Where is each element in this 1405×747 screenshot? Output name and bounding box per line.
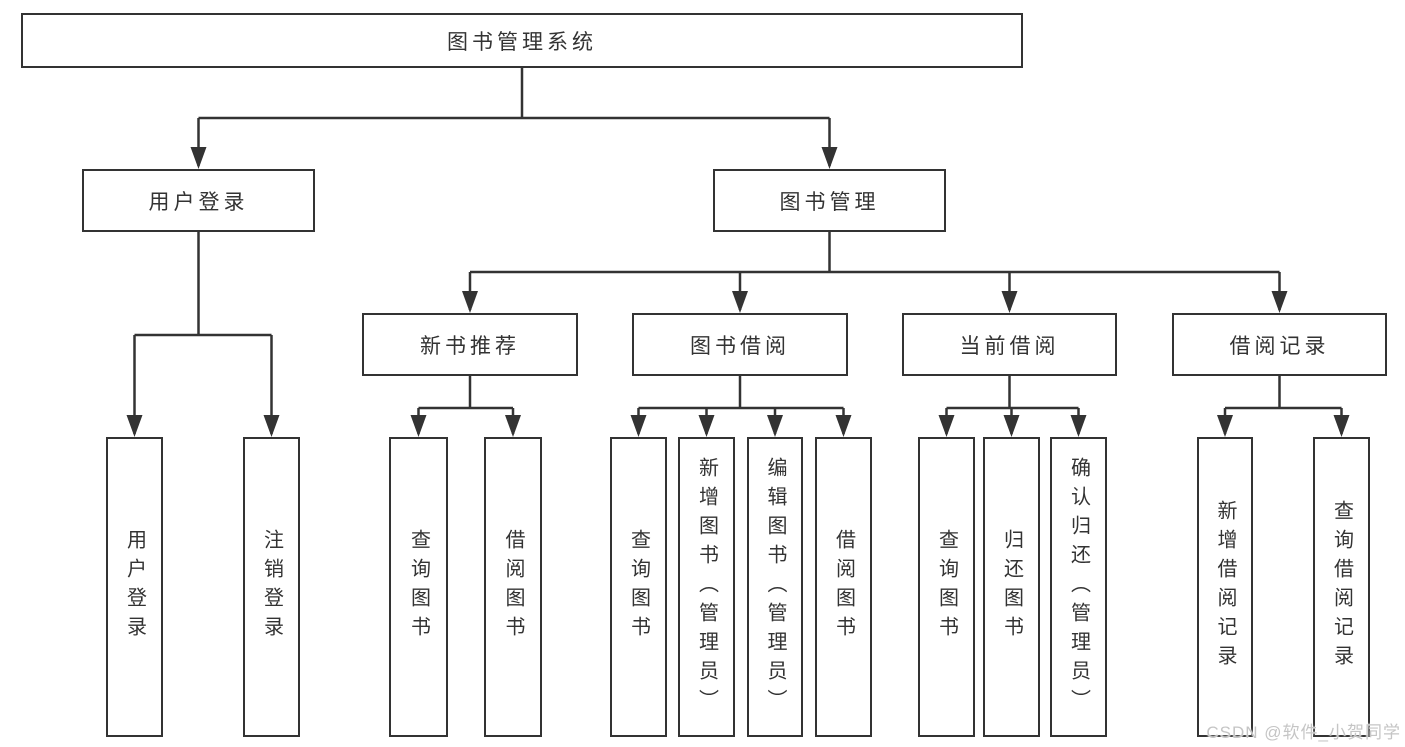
diagram-node-label-leaf-logout: 注销登录 <box>260 529 283 645</box>
diagram-node-book-borrow: 图书借阅 <box>632 313 848 376</box>
arrowhead <box>410 415 427 437</box>
diagram-node-label-root: 图书管理系统 <box>447 30 597 54</box>
diagram-node-label-leaf-edit-books: 编辑图书（管理员） <box>764 456 786 718</box>
diagram-node-leaf-return-books: 归还图书 <box>983 437 1040 737</box>
diagram-node-label-leaf-add-books: 新增图书（管理员） <box>695 456 718 718</box>
diagram-node-label-user-login: 用户登录 <box>148 190 249 214</box>
diagram-node-leaf-borrow-books-2: 借阅图书 <box>815 437 872 737</box>
arrowhead <box>821 147 838 169</box>
arrowhead <box>1271 291 1288 313</box>
diagram-node-label-leaf-user-login: 用户登录 <box>123 529 146 645</box>
diagram-node-label-new-book-rec: 新书推荐 <box>420 334 520 358</box>
diagram-node-borrow-records: 借阅记录 <box>1172 313 1387 376</box>
diagram-node-leaf-query-books-2: 查询图书 <box>610 437 667 737</box>
diagram-node-leaf-user-login: 用户登录 <box>106 437 163 737</box>
diagram-node-leaf-confirm-return: 确认归还（管理员） <box>1050 437 1107 737</box>
diagram-node-label-leaf-query-books-3: 查询图书 <box>935 529 958 645</box>
arrowhead <box>1003 415 1020 437</box>
diagram-node-leaf-logout: 注销登录 <box>243 437 300 737</box>
diagram-node-user-login: 用户登录 <box>82 169 315 232</box>
diagram-node-leaf-add-books: 新增图书（管理员） <box>678 437 735 737</box>
diagram-node-label-leaf-borrow-books-2: 借阅图书 <box>832 529 855 645</box>
diagram-node-label-leaf-add-borrow-record: 新增借阅记录 <box>1214 500 1236 674</box>
diagram-node-label-borrow-records: 借阅记录 <box>1229 334 1330 358</box>
diagram-node-leaf-borrow-books-1: 借阅图书 <box>484 437 542 737</box>
diagram-node-root: 图书管理系统 <box>21 13 1023 68</box>
arrowhead <box>462 291 478 313</box>
arrowhead <box>1217 415 1233 437</box>
arrowhead <box>1001 291 1018 313</box>
diagram-node-label-book-borrow: 图书借阅 <box>690 334 790 358</box>
diagram-node-label-current-borrow: 当前借阅 <box>959 334 1060 358</box>
diagram-node-leaf-add-borrow-record: 新增借阅记录 <box>1197 437 1253 737</box>
arrowhead <box>1070 415 1087 437</box>
diagram-node-label-leaf-confirm-return: 确认归还（管理员） <box>1067 456 1090 718</box>
arrowhead <box>732 291 748 313</box>
diagram-node-new-book-rec: 新书推荐 <box>362 313 578 376</box>
diagram-node-label-leaf-query-books-2: 查询图书 <box>627 529 650 645</box>
diagram-node-leaf-query-borrow-record: 查询借阅记录 <box>1313 437 1370 737</box>
diagram-node-label-leaf-query-books-1: 查询图书 <box>407 529 430 645</box>
arrowhead <box>126 415 143 437</box>
arrowhead <box>835 415 852 437</box>
diagram-node-label-leaf-borrow-books-1: 借阅图书 <box>502 529 524 645</box>
arrowhead <box>505 415 521 437</box>
diagram-node-label-book-mgmt: 图书管理 <box>779 190 880 214</box>
diagram-node-label-leaf-query-borrow-record: 查询借阅记录 <box>1330 500 1353 674</box>
arrowhead <box>767 415 783 437</box>
diagram-node-book-mgmt: 图书管理 <box>713 169 946 232</box>
arrowhead <box>1333 415 1350 437</box>
arrowhead <box>698 415 715 437</box>
diagram-node-leaf-query-books-1: 查询图书 <box>389 437 448 737</box>
diagram-node-leaf-query-books-3: 查询图书 <box>918 437 975 737</box>
diagram-node-current-borrow: 当前借阅 <box>902 313 1117 376</box>
arrowhead <box>938 415 955 437</box>
arrowhead <box>630 415 647 437</box>
arrowhead <box>263 415 280 437</box>
arrowhead <box>190 147 207 169</box>
diagram-node-leaf-edit-books: 编辑图书（管理员） <box>747 437 803 737</box>
watermark: CSDN @软件_小贺同学 <box>1206 723 1401 742</box>
diagram-node-label-leaf-return-books: 归还图书 <box>1000 529 1023 645</box>
